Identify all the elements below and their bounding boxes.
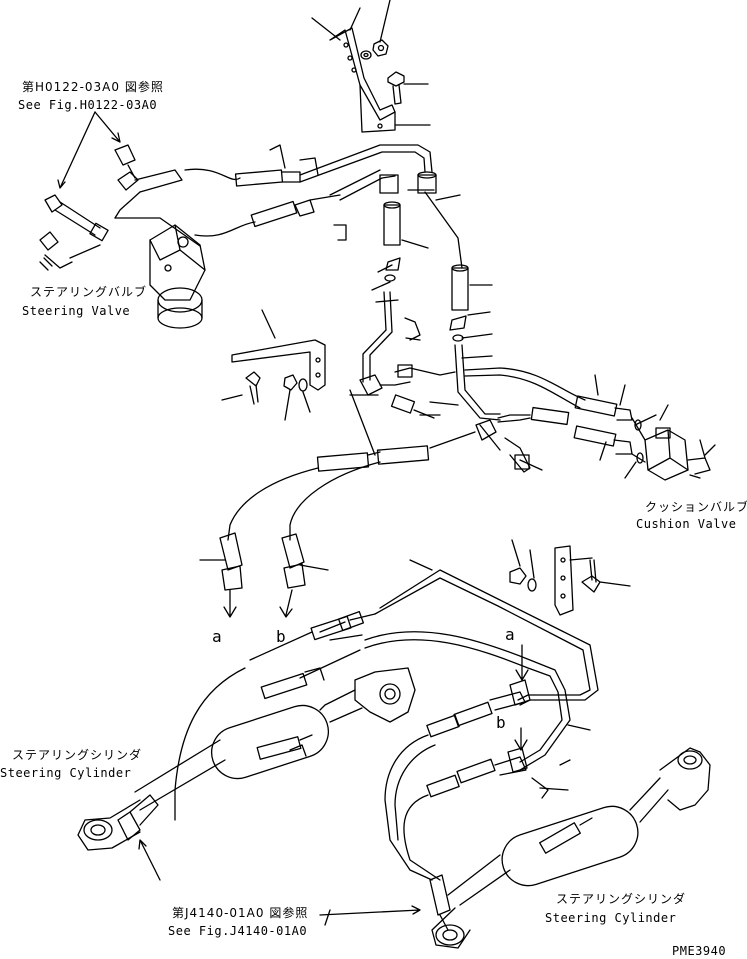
arrow-a: [224, 590, 236, 617]
ref-top-en: See Fig.H0122-03A0: [18, 98, 158, 112]
steering-cylinder-left-en: Steering Cylinder: [0, 766, 132, 780]
nut-icon: [284, 375, 307, 391]
hose-end-a: [220, 533, 242, 590]
washer-icon: [361, 51, 371, 59]
bolt-icon: [582, 560, 600, 592]
ref-top-jp: 第H0122-03A0 図参照: [22, 80, 164, 94]
steering-cylinder-left-jp: ステアリングシリンダ: [12, 748, 143, 762]
hose-assembly: [317, 432, 475, 471]
hose-assembly: [185, 145, 340, 236]
steering-cylinder-right-en: Steering Cylinder: [545, 911, 677, 925]
tee-fitting-b: [508, 748, 527, 772]
arrow-b-right-label: b: [496, 713, 507, 732]
cushion-valve-jp: クッションバルブ: [645, 500, 747, 514]
elbow-fitting: [40, 195, 108, 270]
top-bracket: [330, 28, 395, 132]
steering-valve: [150, 225, 205, 328]
hose-assembly: [175, 616, 362, 820]
arrow-b-left-label: b: [276, 627, 287, 646]
hose-end-b: [282, 534, 305, 588]
fitting-lower-right: [430, 875, 450, 930]
arrow-a-right-label: a: [505, 625, 516, 644]
steel-pipe: [320, 570, 598, 770]
side-bracket: [555, 546, 573, 615]
upper-pipe: [300, 145, 432, 200]
ref-bottom-jp: 第J4140-01A0 図参照: [172, 906, 309, 920]
angle-bracket: [232, 310, 325, 390]
steering-cylinder-right-jp: ステアリングシリンダ: [556, 892, 687, 906]
bolt-icon: [388, 72, 404, 104]
fittings-column: [380, 172, 436, 245]
fitting-lower-left: [118, 795, 158, 840]
tee-fitting-a: [510, 680, 530, 705]
drawing-id: PME3940: [672, 944, 727, 958]
steering-cylinder-left: [78, 668, 415, 850]
steering-valve-en: Steering Valve: [22, 304, 131, 318]
hose-pair: [574, 396, 645, 463]
arrow-b: [280, 590, 292, 617]
nut-icon: [510, 568, 536, 591]
arrow-b: [515, 728, 527, 750]
hose-fitting: [115, 145, 182, 218]
arrow-a-left-label: a: [212, 627, 223, 646]
cushion-valve: [645, 428, 710, 480]
nut-icon: [373, 40, 388, 56]
steering-valve-jp: ステアリングバルブ: [30, 285, 148, 299]
bolt-icon: [246, 372, 260, 404]
arrow-a: [516, 645, 528, 680]
ref-bottom-en: See Fig.J4140-01A0: [168, 924, 308, 938]
cushion-valve-en: Cushion Valve: [636, 517, 737, 531]
steering-cylinder-right: [432, 748, 710, 948]
